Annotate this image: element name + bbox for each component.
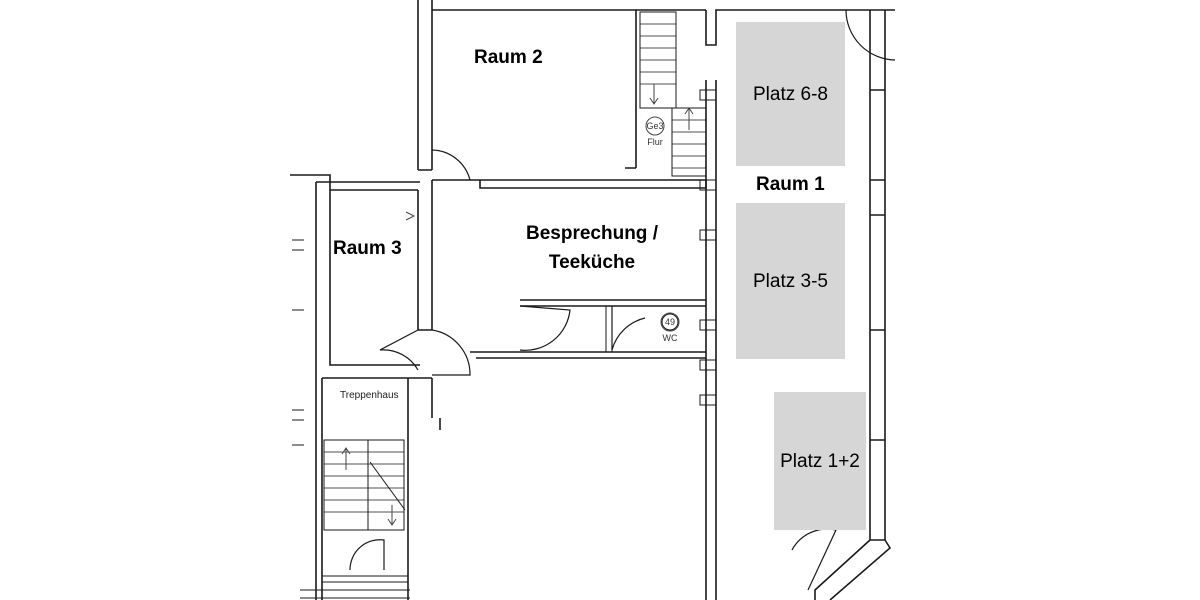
room-label-raum-1: Raum 1	[756, 174, 825, 195]
workplace-label-6-8: Platz 6-8	[753, 84, 828, 105]
walls	[290, 0, 895, 600]
workplace-area-6-8	[736, 22, 845, 166]
stairwell-label: Treppenhaus	[340, 390, 399, 401]
wc-label: WC	[662, 333, 678, 343]
wc-marker	[660, 312, 680, 332]
workplace-areas	[736, 22, 866, 530]
flur-marker	[645, 116, 665, 136]
room-label-raum-2: Raum 2	[474, 47, 543, 68]
doors	[349, 9, 896, 591]
flur-number: Ge3	[646, 121, 664, 131]
stair-arrows	[341, 84, 694, 526]
workplace-label-1-2: Platz 1+2	[780, 451, 860, 472]
workplace-area-3-5	[736, 203, 845, 359]
wc-number: 49	[664, 317, 675, 327]
room-label-teekueche: Teeküche	[548, 252, 636, 273]
workplace-label-3-5: Platz 3-5	[753, 271, 828, 292]
room-label-besprechung: Besprechung /	[526, 223, 658, 244]
room-label-raum-3: Raum 3	[333, 238, 402, 259]
workplace-area-1-2	[774, 392, 866, 530]
flur-label: Flur	[647, 137, 663, 147]
